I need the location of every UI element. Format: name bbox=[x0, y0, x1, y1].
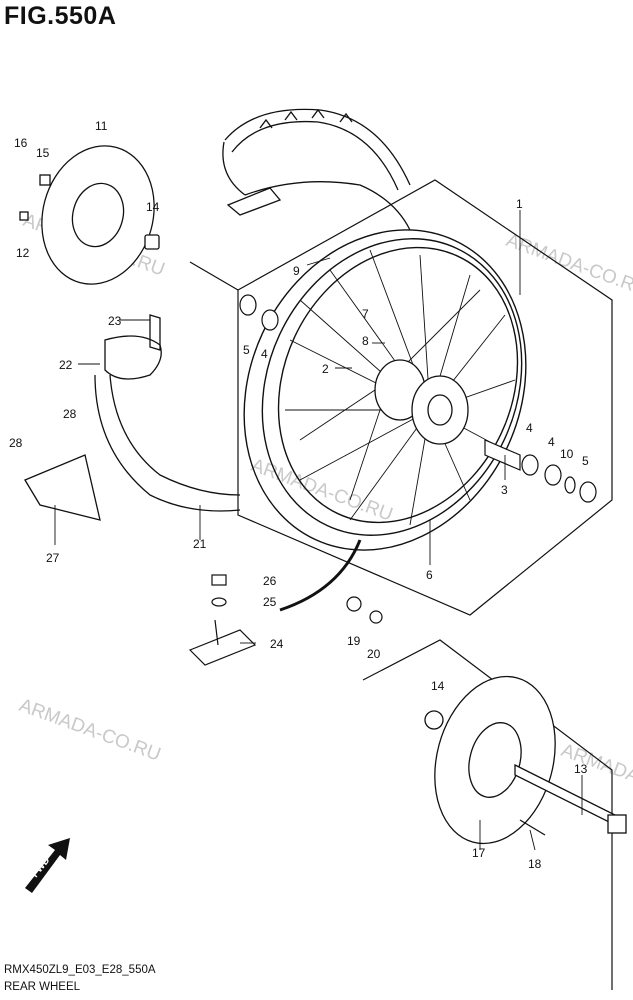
tire-icon bbox=[222, 108, 411, 231]
callout-number: 2 bbox=[322, 362, 329, 376]
wheel-bearing-icon bbox=[521, 454, 539, 476]
callout-number: 14 bbox=[146, 200, 160, 214]
callout-number: 17 bbox=[472, 846, 486, 860]
disc-guard-icon bbox=[24, 454, 101, 521]
callout-number: 19 bbox=[347, 634, 361, 648]
nut-icon bbox=[211, 574, 227, 586]
callout-number: 5 bbox=[582, 454, 589, 468]
circlip-icon bbox=[564, 476, 576, 494]
figure-name: REAR WHEEL bbox=[4, 981, 81, 993]
callout-number: 22 bbox=[59, 358, 73, 372]
callout-number: 27 bbox=[46, 551, 60, 565]
callout-number: 23 bbox=[108, 314, 122, 328]
callout-number: 10 bbox=[560, 447, 574, 461]
axle-icon bbox=[514, 763, 627, 836]
leader-line bbox=[189, 261, 239, 291]
fwd-arrow-icon: FWD bbox=[25, 838, 70, 893]
oil-seal-icon bbox=[579, 481, 597, 503]
callout-number: 13 bbox=[574, 762, 588, 776]
disc-guard-icon bbox=[149, 314, 161, 351]
assembly-box bbox=[237, 179, 613, 616]
callout-number: 26 bbox=[263, 574, 277, 588]
oil-seal-icon bbox=[239, 294, 257, 316]
callout-number: 18 bbox=[528, 857, 542, 871]
callout-number: 4 bbox=[526, 421, 533, 435]
callout-number: 28 bbox=[63, 407, 77, 421]
figure-title: FIG.550A bbox=[4, 2, 117, 30]
callout-number: 4 bbox=[261, 347, 268, 361]
spacer-icon bbox=[484, 439, 521, 471]
callout-number: 3 bbox=[501, 483, 508, 497]
callout-number: 1 bbox=[516, 197, 523, 211]
callout-number: 16 bbox=[14, 136, 28, 150]
sprocket-icon bbox=[424, 675, 556, 845]
wheel-rim-icon bbox=[243, 229, 527, 551]
disc-guard-icon bbox=[104, 335, 162, 380]
wheel-bearing-icon bbox=[544, 464, 562, 486]
model-code: RMX450ZL9_E03_E28_550A bbox=[4, 964, 156, 976]
wheel-bearing-icon bbox=[261, 309, 279, 331]
inner-tube-icon bbox=[94, 374, 241, 512]
watermark: ARMADA-CO.RU bbox=[248, 455, 395, 526]
watermark: ARMADA-CO.RU bbox=[503, 230, 633, 301]
callout-number: 20 bbox=[367, 647, 381, 661]
callout-number: 28 bbox=[9, 436, 23, 450]
callout-number: 24 bbox=[270, 637, 284, 651]
nut-icon bbox=[346, 596, 362, 612]
callout-number: 7 bbox=[362, 307, 369, 321]
callout-number: 8 bbox=[362, 334, 369, 348]
washer-icon bbox=[369, 610, 383, 624]
callout-number: 9 bbox=[293, 264, 300, 278]
watermark: ARMADA-CO.RU bbox=[16, 695, 163, 766]
callout-number: 14 bbox=[431, 679, 445, 693]
callout-number: 5 bbox=[243, 343, 250, 357]
callout-number: 11 bbox=[95, 119, 108, 133]
rim-lock-icon bbox=[188, 629, 257, 666]
inner-tube-icon bbox=[109, 374, 241, 496]
callout-number: 12 bbox=[16, 246, 30, 260]
rim-band-icon bbox=[279, 539, 362, 612]
callout-number: 25 bbox=[263, 595, 277, 609]
callout-number: 21 bbox=[193, 537, 207, 551]
washer-icon bbox=[211, 597, 227, 607]
callout-number: 6 bbox=[426, 568, 433, 582]
callout-number: 15 bbox=[36, 146, 50, 160]
brake-disc-icon bbox=[19, 145, 160, 285]
callout-number: 4 bbox=[548, 435, 555, 449]
hub-icon bbox=[374, 359, 469, 445]
